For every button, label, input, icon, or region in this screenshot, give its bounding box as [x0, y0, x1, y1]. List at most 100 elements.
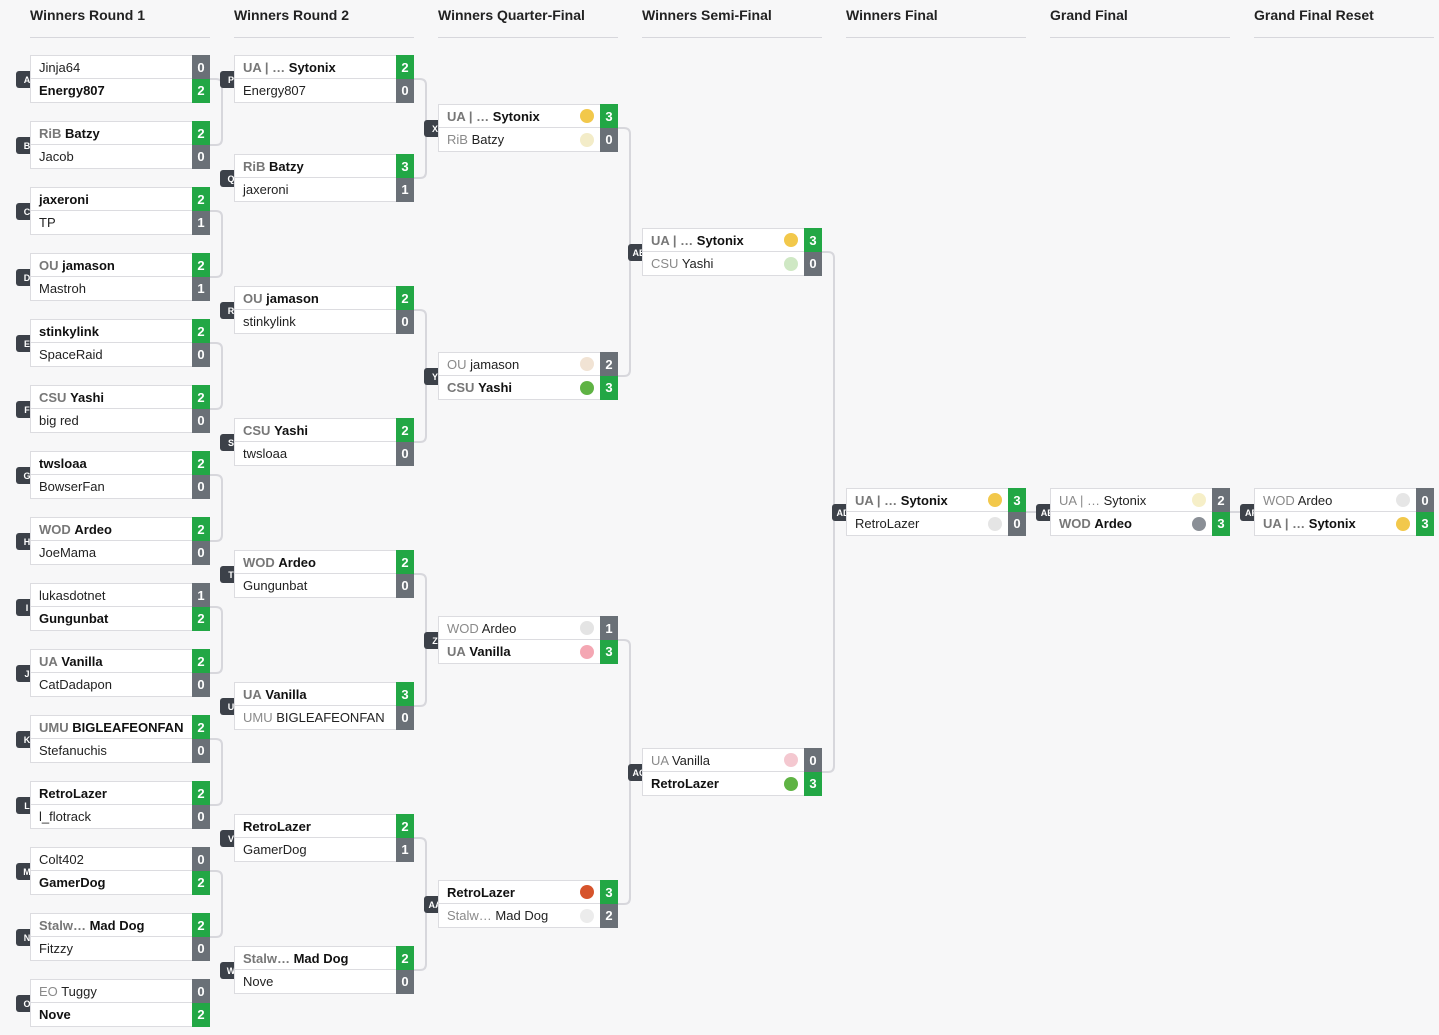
score-badge: 0: [192, 672, 210, 697]
score-badge: 0: [192, 804, 210, 829]
score-badge: 0: [192, 474, 210, 499]
score-badge: 3: [396, 154, 414, 178]
